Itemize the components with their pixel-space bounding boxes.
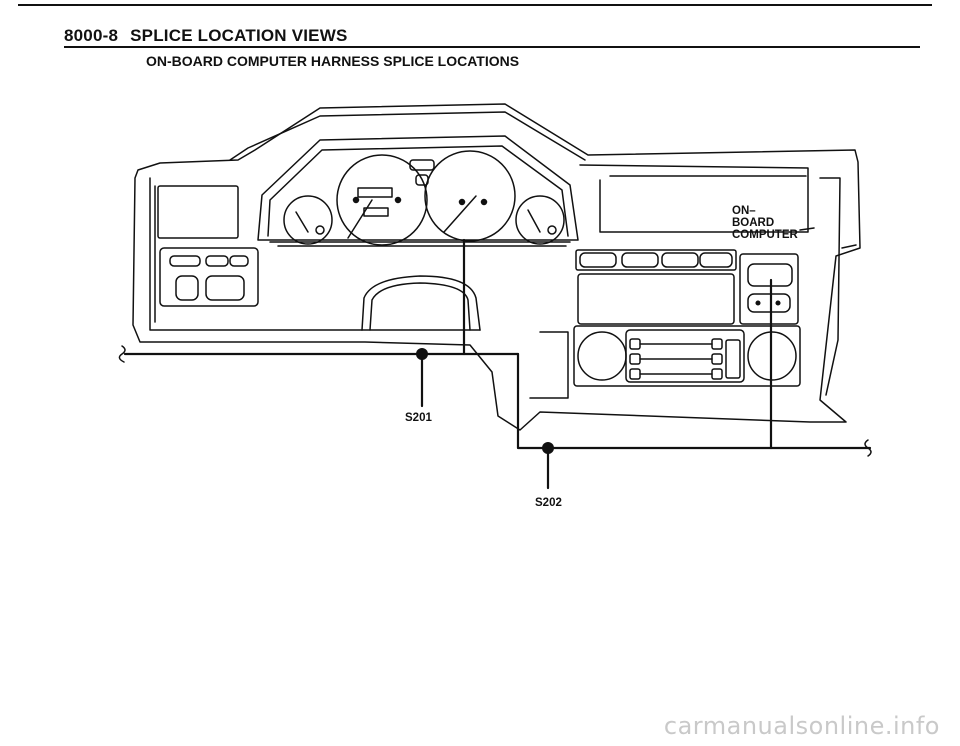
obc-label-line1: ON–	[732, 205, 756, 217]
splice-s202-label: S202	[535, 497, 562, 509]
title-rule	[64, 46, 920, 48]
splice-s202-dot	[542, 442, 554, 454]
obc-label-line2: BOARD	[732, 217, 774, 229]
watermark: carmanualsonline.info	[663, 712, 940, 740]
tachometer-gauge	[424, 150, 516, 242]
top-rule	[18, 4, 932, 6]
page-subtitle: ON-BOARD COMPUTER HARNESS SPLICE LOCATIO…	[146, 53, 520, 69]
climate-panel	[625, 329, 745, 383]
speedometer-gauge	[336, 154, 428, 246]
obc-button-2	[621, 252, 659, 268]
obc-button-3	[661, 252, 699, 268]
steering-column	[361, 275, 481, 331]
switch-1	[169, 255, 201, 267]
switch-2	[205, 255, 229, 267]
left-panel	[157, 185, 259, 307]
harness-wiring	[118, 227, 872, 490]
left-small-gauge	[283, 195, 333, 245]
splice-s201-label: S201	[405, 412, 432, 424]
switch-3	[229, 255, 249, 267]
obc-label-line3: COMPUTER	[732, 229, 799, 241]
section-title: SPLICE LOCATION VIEWS	[130, 26, 348, 45]
center-console	[529, 249, 801, 399]
instrument-cluster	[257, 135, 579, 247]
section-number: 8000-8	[64, 26, 119, 45]
obc-button-4	[699, 252, 733, 268]
page-header: 8000-8 SPLICE LOCATION VIEWS	[64, 26, 347, 46]
radio-slot	[577, 273, 735, 325]
obc-button-1	[579, 252, 617, 268]
splice-s201-dot	[416, 348, 428, 360]
dashboard-outline	[132, 103, 861, 431]
left-vent	[577, 331, 627, 381]
right-small-gauge	[515, 195, 565, 245]
